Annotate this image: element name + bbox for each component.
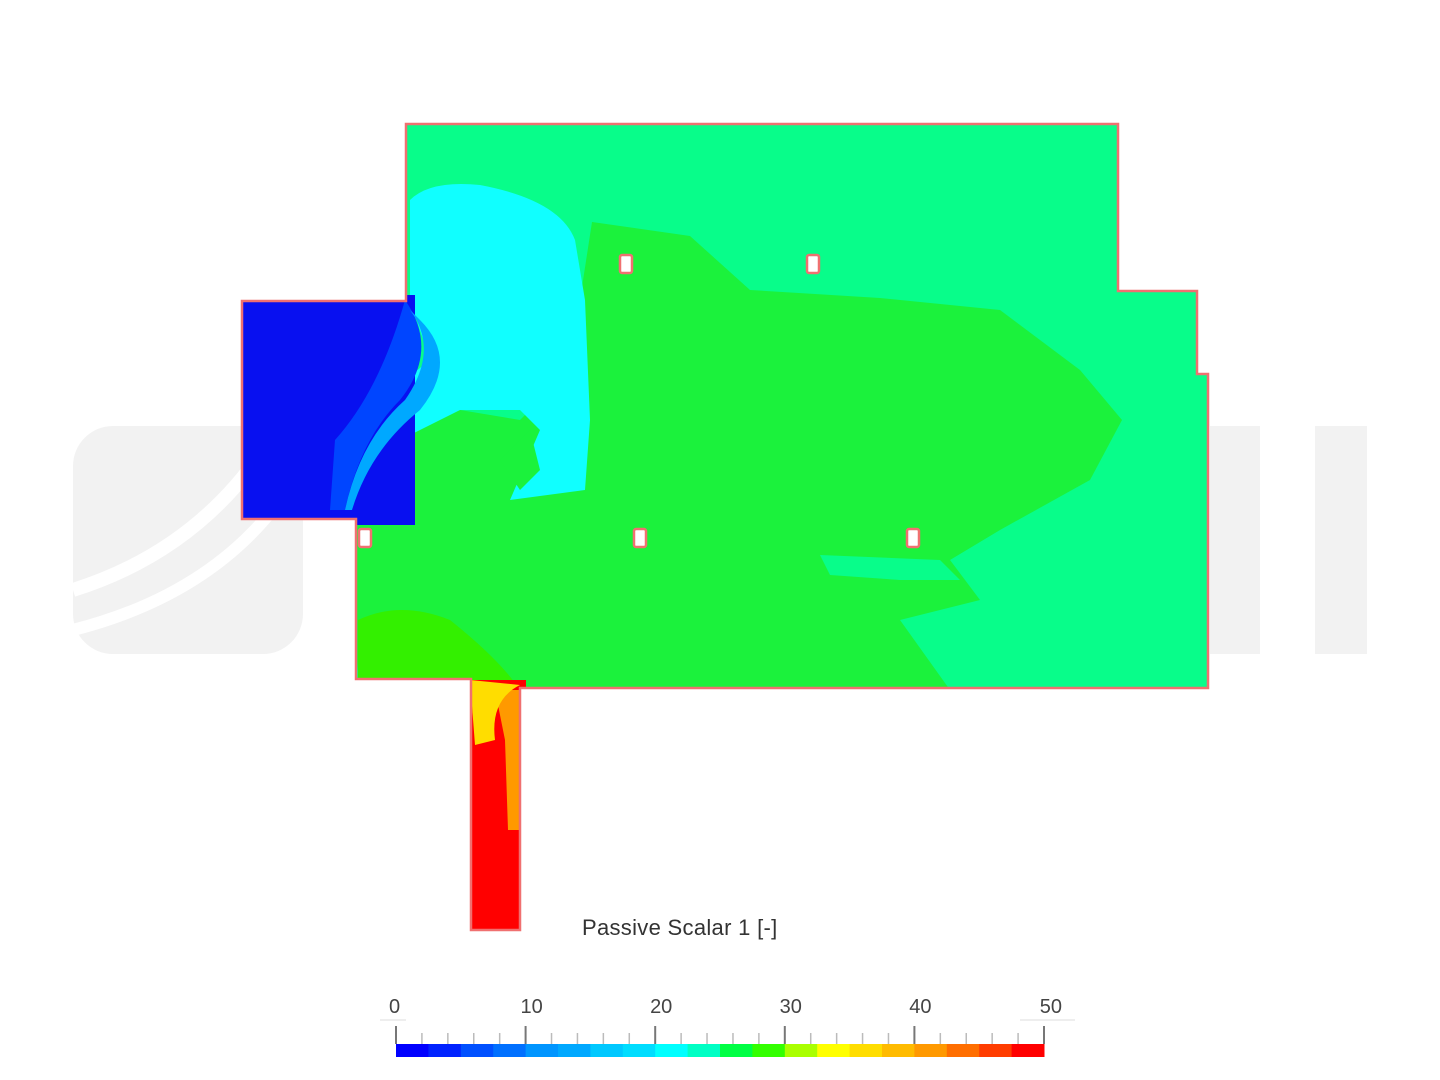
colorbar-band [590, 1044, 624, 1057]
colorbar-band [687, 1044, 721, 1057]
obstacle [618, 253, 634, 275]
obstacle [905, 527, 921, 549]
tick-label: 40 [909, 996, 931, 1018]
colorbar-band [946, 1044, 980, 1057]
legend-title: Passive Scalar 1 [-] [582, 915, 778, 940]
tick-label: 50 [1040, 996, 1062, 1018]
colorbar-band [817, 1044, 851, 1057]
colorbar-band [493, 1044, 527, 1057]
domain-outline [240, 122, 1210, 932]
colorbar-band [849, 1044, 883, 1057]
colorbar-band [979, 1044, 1013, 1057]
colorbar-band [1011, 1044, 1045, 1057]
colorbar-band [720, 1044, 753, 1057]
colorbar-band [914, 1044, 948, 1057]
colorbar-band [525, 1044, 559, 1057]
colorbar-band [460, 1044, 494, 1057]
colorbar-band [784, 1044, 818, 1057]
obstacle [805, 253, 821, 275]
lower-left-region [358, 610, 520, 690]
colorbar-band [622, 1044, 656, 1057]
colorbar-band [882, 1044, 915, 1057]
colorbar-band [752, 1044, 786, 1057]
colorbar-band [428, 1044, 462, 1057]
colorbar-legend: 0 10 20 30 40 50 [380, 996, 1075, 1057]
tick-label: 0 [389, 996, 400, 1018]
colorbar-band [558, 1044, 591, 1057]
tick-label: 30 [780, 996, 802, 1018]
obstacles [357, 253, 921, 549]
tick-label: 10 [520, 996, 542, 1018]
obstacle [357, 527, 373, 549]
colorbar-band [396, 1044, 429, 1057]
obstacle [632, 527, 648, 549]
tick-label: 20 [650, 996, 672, 1018]
contour-field [242, 124, 1208, 930]
colorbar-band [655, 1044, 689, 1057]
